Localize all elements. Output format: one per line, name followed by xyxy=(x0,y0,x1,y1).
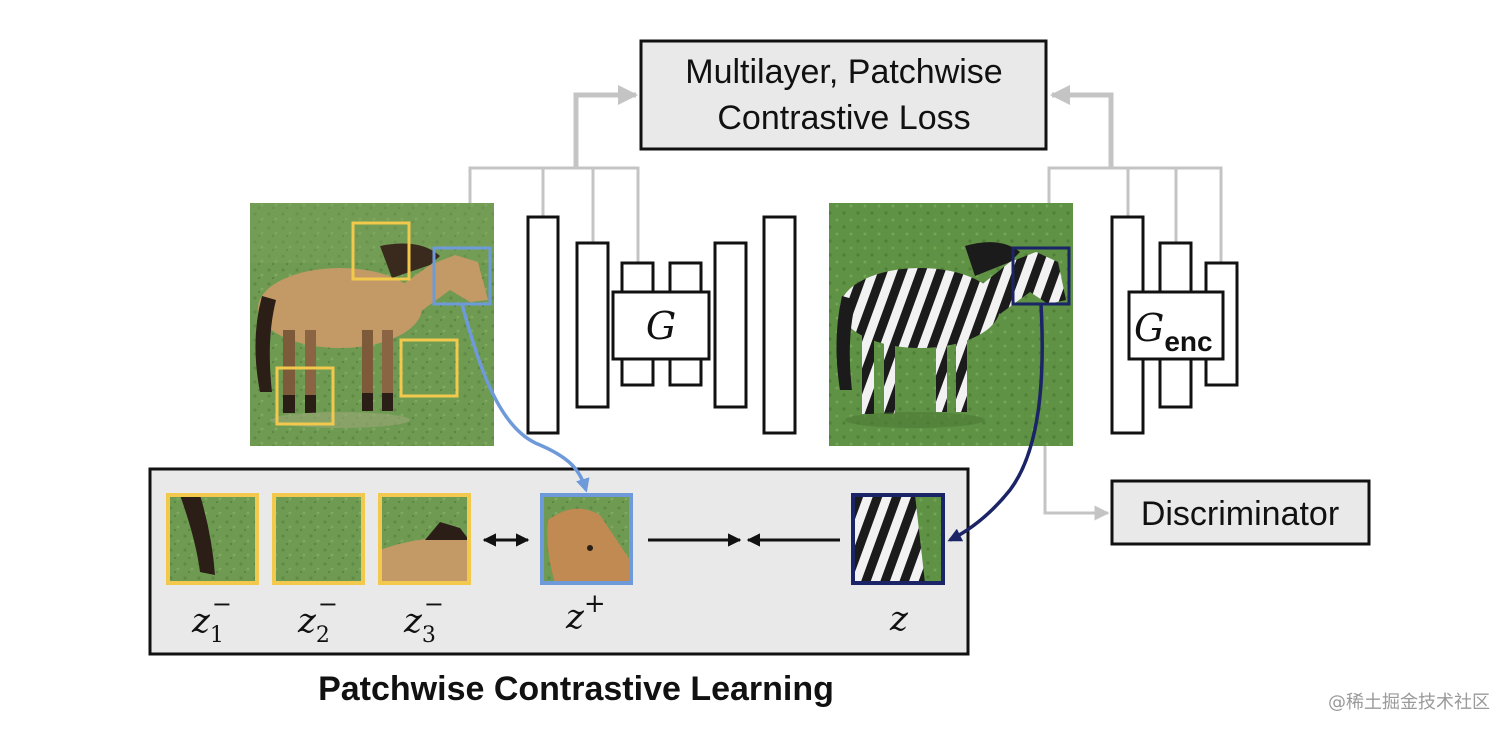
discriminator-box: Discriminator xyxy=(1110,479,1371,546)
query-label: z xyxy=(889,599,909,639)
discriminator-label: Discriminator xyxy=(1141,495,1339,533)
negative-patch-box-2 xyxy=(399,338,459,398)
encoder-symbol: Genc xyxy=(1134,306,1213,357)
negative-label-2: z2− xyxy=(297,590,338,648)
negative-label-1: z1− xyxy=(191,590,232,648)
loss-label-line1: Multilayer, Patchwise xyxy=(685,53,1002,91)
input-horse-image xyxy=(250,203,494,446)
generator-symbol: G xyxy=(646,304,676,348)
encoder-feature-lines xyxy=(1047,85,1223,263)
patch-panel-title: Patchwise Contrastive Learning xyxy=(318,670,834,708)
negative-patch-box-3 xyxy=(275,366,335,426)
query-patch xyxy=(851,493,945,585)
generator-feature-lines xyxy=(468,85,640,263)
positive-patch xyxy=(540,493,633,585)
negative-label-3: z3− xyxy=(403,590,444,648)
encoder-network xyxy=(1110,215,1239,435)
discriminator-arrow xyxy=(1043,446,1110,521)
positive-label: z+ xyxy=(565,589,606,637)
negative-patch-2 xyxy=(272,493,365,585)
patch-panel: z1− z2− z3− z+ z xyxy=(148,467,970,656)
output-zebra-image xyxy=(829,203,1073,446)
watermark: @稀土掘金技术社区 xyxy=(1328,692,1490,713)
loss-label-line2: Contrastive Loss xyxy=(717,99,970,137)
positive-extraction-arrow xyxy=(460,303,590,493)
loss-box: Multilayer, Patchwise Contrastive Loss xyxy=(639,39,1048,151)
query-extraction-arrow xyxy=(947,303,1044,542)
generator-network xyxy=(526,215,797,435)
negative-patch-box-1 xyxy=(351,221,411,281)
negative-patch-3 xyxy=(378,493,471,585)
negative-patch-1 xyxy=(166,493,259,585)
